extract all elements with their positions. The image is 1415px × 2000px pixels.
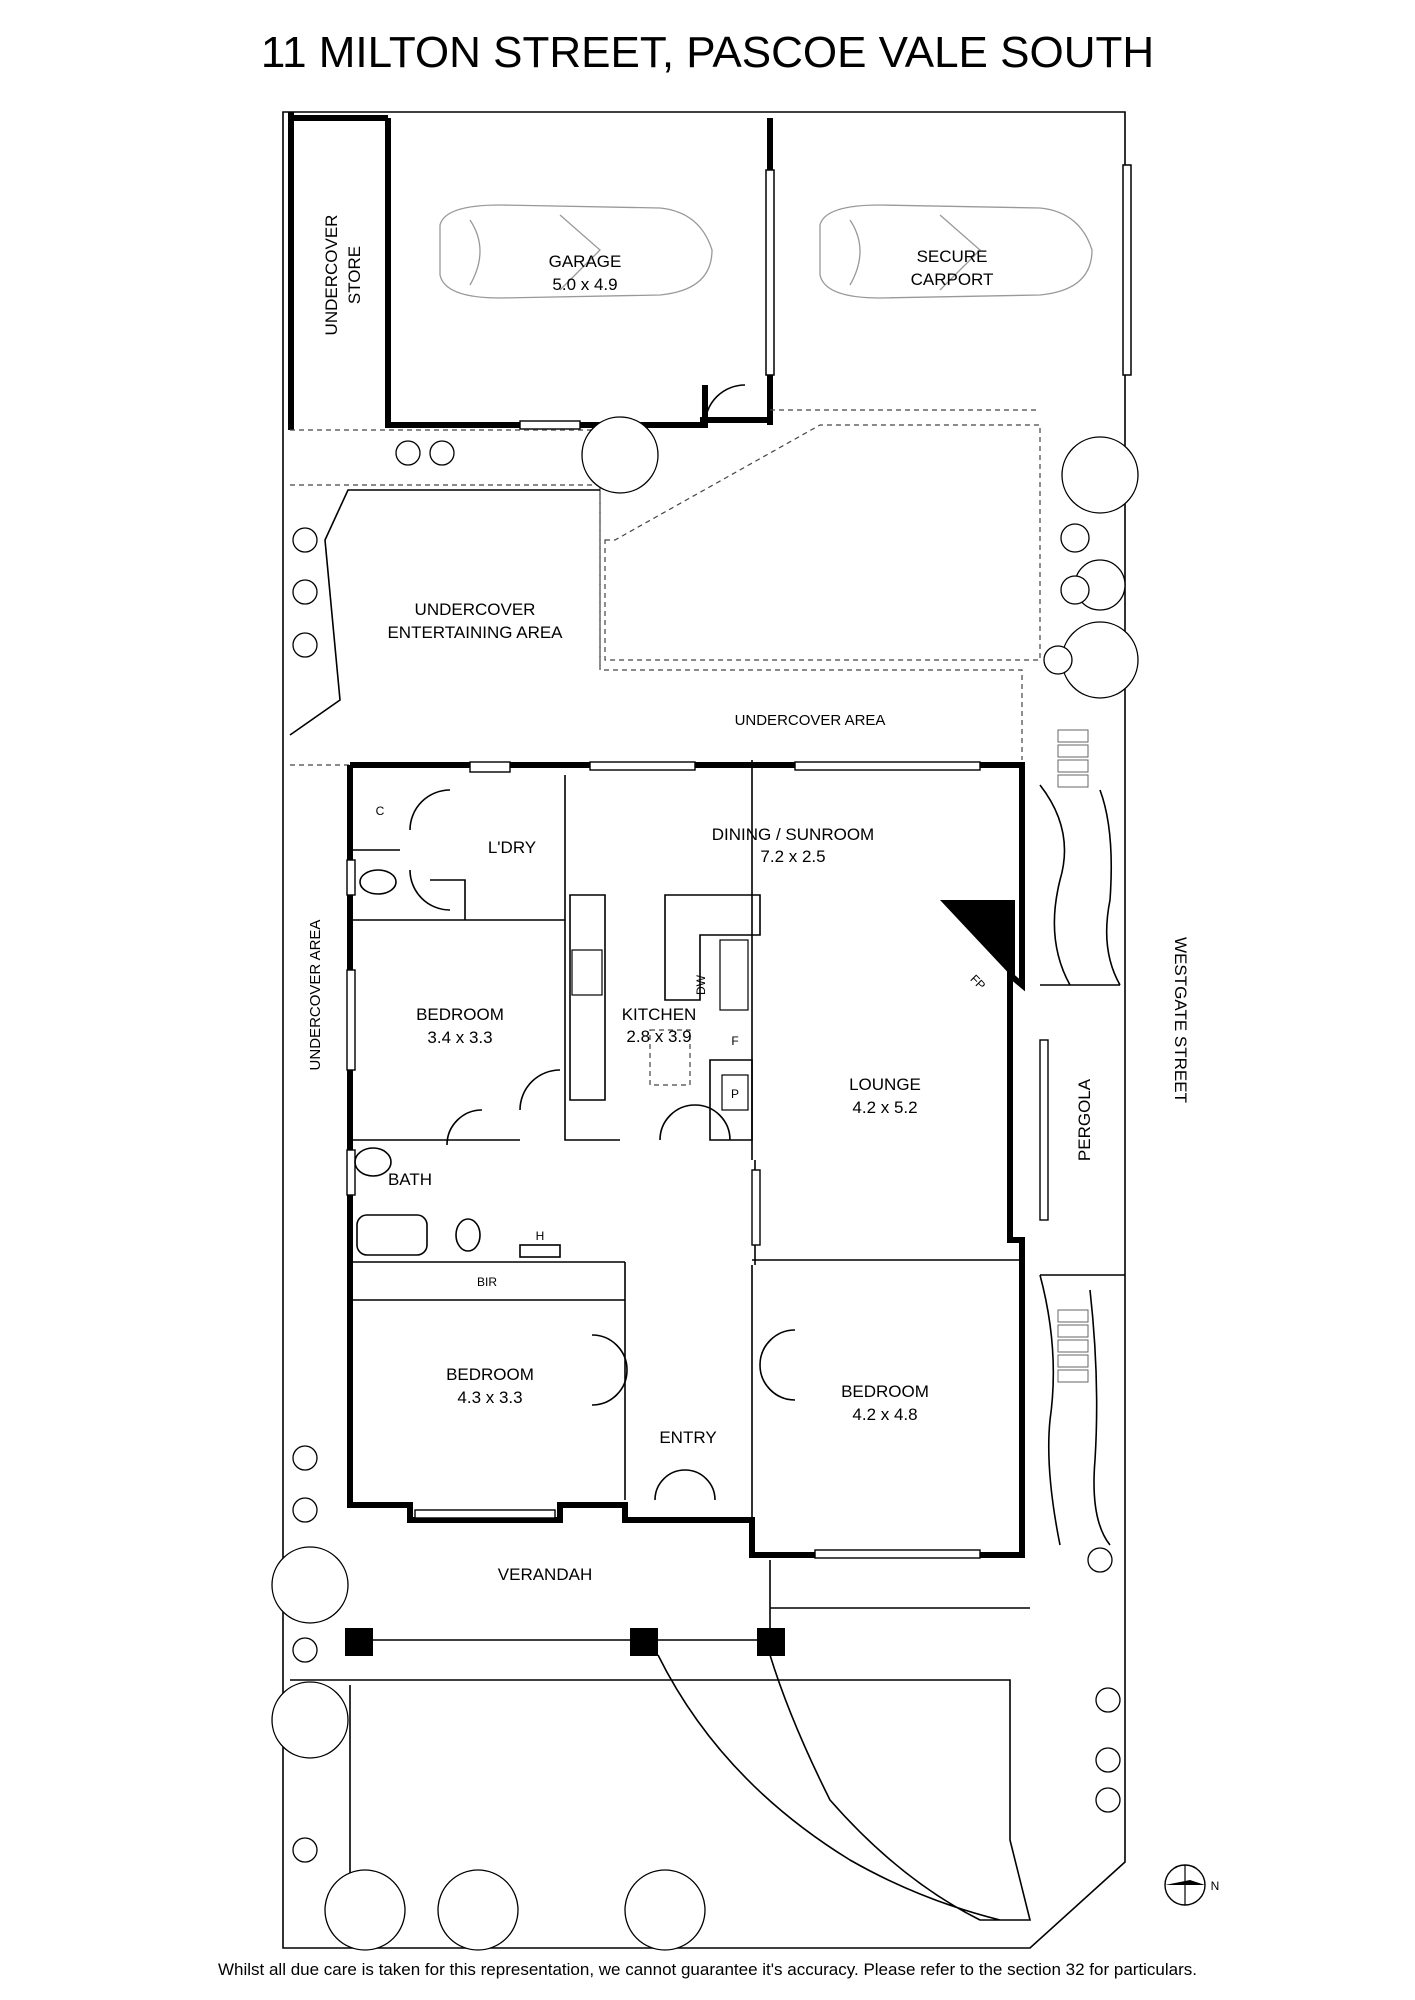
cupboard-label: C (376, 804, 385, 818)
undercover-area-label: UNDERCOVER AREA (735, 712, 886, 729)
front-path (290, 1654, 1032, 1940)
garage-size: 5.0 x 4.9 (552, 275, 617, 294)
street-label: WESTGATE STREET (1171, 937, 1190, 1103)
bedroom-1-size: 3.4 x 3.3 (427, 1028, 492, 1047)
carport-window (1122, 164, 1132, 376)
bedroom-2-label: BEDROOM (446, 1365, 534, 1384)
entertaining-outline (290, 429, 1022, 766)
fireplace-label: FP (967, 972, 988, 993)
store-label-2: STORE (345, 246, 364, 304)
garage-window (765, 169, 775, 376)
entertaining-label-2: ENTERTAINING AREA (387, 623, 563, 642)
pergola-label: PERGOLA (1075, 1078, 1094, 1161)
cooktop-icon (571, 949, 603, 996)
windows (346, 761, 1049, 1559)
kitchen-size: 2.8 x 3.9 (626, 1027, 691, 1046)
driveway-outline (599, 409, 1041, 760)
garage-window-bottom (519, 420, 581, 430)
page-title: 11 MILTON STREET, PASCOE VALE SOUTH (260, 28, 1155, 77)
trees (271, 416, 1139, 1951)
entertaining-shape (289, 489, 600, 736)
disclaimer-text: Whilst all due care is taken for this re… (217, 1960, 1198, 1979)
bedroom-2-size: 4.3 x 3.3 (457, 1388, 522, 1407)
bedroom-3-size: 4.2 x 4.8 (852, 1405, 917, 1424)
entertaining-label-1: UNDERCOVER (415, 600, 536, 619)
verandah-outline (350, 1560, 1030, 1641)
door-swings (409, 789, 796, 1501)
fridge-label: F (731, 1034, 738, 1048)
island-outline (649, 1029, 691, 1086)
carport-label-1: SECURE (917, 247, 988, 266)
heater-label: H (536, 1229, 545, 1243)
paver-blocks (1057, 729, 1089, 1383)
bedroom-3-label: BEDROOM (841, 1382, 929, 1401)
kitchen-bench (569, 894, 761, 1141)
garage-door-swing (704, 384, 746, 426)
dining-size: 7.2 x 2.5 (760, 847, 825, 866)
dishwasher-label: DW (694, 974, 708, 995)
verandah-posts (345, 1628, 785, 1656)
compass-label: N (1211, 1879, 1220, 1893)
laundry-label: L'DRY (488, 838, 536, 857)
bathroom-fixtures (354, 869, 561, 1258)
pantry-label: P (731, 1087, 739, 1101)
undercover-area-side-label: UNDERCOVER AREA (307, 920, 324, 1071)
lounge-corner (940, 900, 1015, 980)
lounge-size: 4.2 x 5.2 (852, 1098, 917, 1117)
pantry-box (721, 1074, 749, 1111)
compass-icon (1164, 1864, 1206, 1906)
car-carport-icon (819, 204, 1093, 299)
bedroom-1-label: BEDROOM (416, 1005, 504, 1024)
sink-icon (719, 939, 749, 1011)
entry-label: ENTRY (659, 1428, 716, 1447)
dining-label: DINING / SUNROOM (712, 825, 874, 844)
kitchen-label: KITCHEN (622, 1005, 697, 1024)
bath-label: BATH (388, 1170, 432, 1189)
carport-label-2: CARPORT (911, 270, 994, 289)
car-garage-icon (439, 204, 713, 299)
store-label-1: UNDERCOVER (322, 215, 341, 336)
bir-label: BIR (477, 1275, 497, 1289)
lounge-label: LOUNGE (849, 1075, 921, 1094)
garage-label: GARAGE (549, 252, 622, 271)
property-boundary (282, 111, 1126, 1949)
verandah-label: VERANDAH (498, 1565, 592, 1584)
pergola-outline (1039, 784, 1125, 1546)
